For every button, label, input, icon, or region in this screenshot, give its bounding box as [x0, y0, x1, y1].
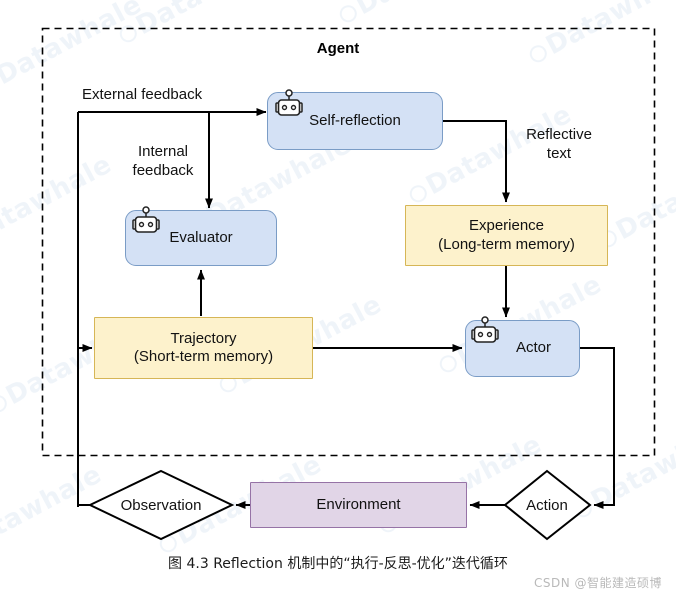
observation-diamond — [87, 469, 235, 541]
agent-container-title: Agent — [316, 40, 360, 57]
node-trajectory-label: Trajectory (Short-term memory) — [133, 329, 274, 365]
agent-boundary — [41, 27, 656, 457]
node-action-label: Action — [526, 497, 568, 514]
label-reflective-text: Reflective text — [526, 126, 592, 162]
edge-selfreflection-to-experience — [443, 120, 510, 203]
node-evaluator-label: Evaluator — [169, 228, 233, 246]
edge-actor-to-action — [580, 347, 615, 509]
label-internal-feedback: Internal feedback — [132, 143, 194, 179]
node-trajectory[interactable]: Trajectory (Short-term memory) — [94, 317, 313, 379]
label-external-feedback: External feedback — [82, 86, 203, 103]
robot-icon — [132, 206, 160, 233]
action-diamond — [503, 469, 592, 541]
node-self-reflection-label: Self-reflection — [309, 111, 401, 129]
robot-icon — [471, 316, 499, 343]
node-environment-label: Environment — [316, 495, 401, 513]
node-actor-label: Actor — [515, 339, 551, 357]
node-observation-label: Observation — [120, 497, 202, 514]
robot-icon — [275, 89, 303, 116]
node-experience-label: Experience (Long-term memory) — [438, 217, 575, 253]
node-environment[interactable]: Environment — [250, 482, 467, 528]
figure-caption: 图 4.3 Reflection 机制中的“执行-反思-优化”迭代循环 — [168, 556, 508, 572]
node-experience[interactable]: Experience (Long-term memory) — [405, 205, 608, 266]
attribution-watermark: CSDN @智能建造硕博 — [533, 576, 662, 590]
